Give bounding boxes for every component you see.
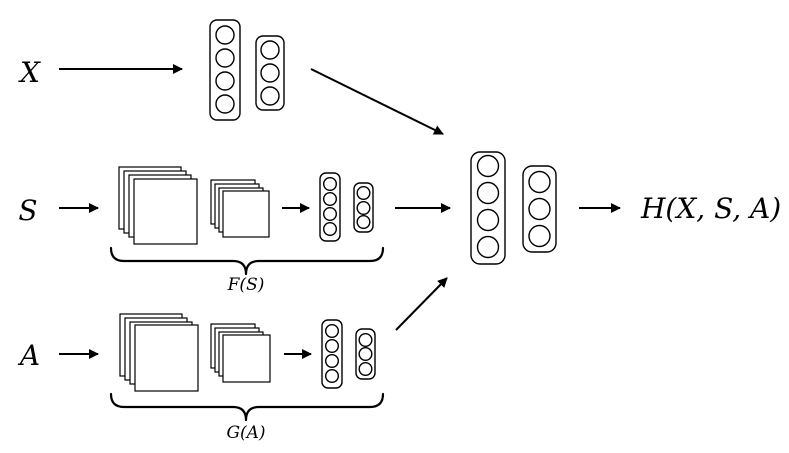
input-a-label: A (17, 339, 40, 372)
input-x-label: X (18, 56, 41, 89)
brace-s (109, 246, 385, 276)
a-conv-stack-1 (119, 313, 199, 392)
x-dense-layer-1 (209, 19, 241, 121)
merge-dense-layer-1 (470, 151, 506, 265)
brace-s-label: F(S) (227, 275, 265, 295)
a-dense-layer-1 (321, 319, 343, 389)
s-dense-layer-2 (353, 182, 374, 233)
input-s-label: S (18, 194, 37, 227)
brace-a-label: G(A) (226, 423, 265, 443)
merge-dense-layer-2 (522, 165, 557, 253)
a-dense-layer-2 (355, 328, 376, 380)
a-conv-stack-2 (210, 323, 271, 383)
arrow-x-to-merge (310, 68, 444, 135)
output-label: H(X, S, A) (640, 192, 781, 225)
s-conv-stack-1 (118, 166, 198, 245)
brace-a (109, 392, 385, 422)
s-dense-layer-1 (319, 172, 341, 242)
arrow-a-to-merge (395, 277, 448, 331)
s-conv-stack-2 (210, 179, 270, 238)
x-dense-layer-2 (255, 35, 285, 111)
